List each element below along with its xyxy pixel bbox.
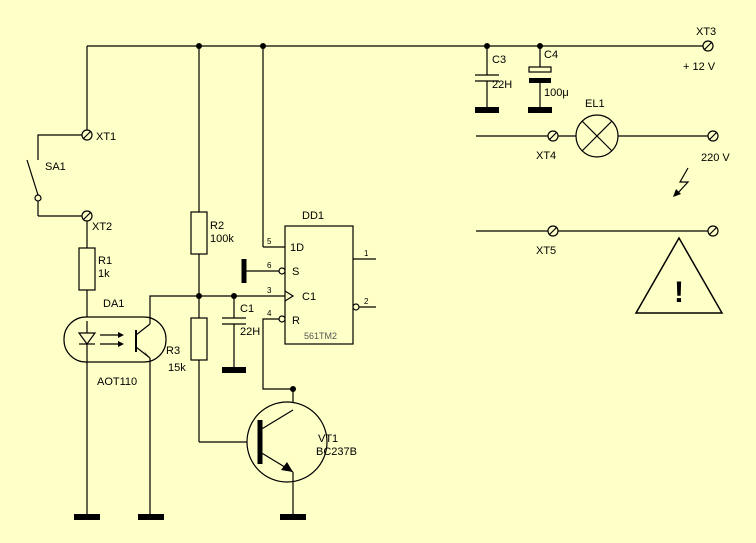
pin-2: 2	[364, 297, 369, 306]
label-c1-value: 22H	[240, 326, 260, 338]
label-supply: + 12 V	[683, 61, 716, 73]
resistor-r1: R1 1k	[78, 221, 112, 321]
label-c3: C3	[492, 54, 506, 66]
label-c1: C1	[240, 303, 254, 315]
capacitor-c3: C3 22H	[475, 46, 512, 113]
pin-label-c: C1	[302, 291, 316, 303]
ground-da1-transistor	[138, 514, 164, 520]
pin-label-r: R	[292, 315, 300, 327]
capacitor-c1: C1 22H	[199, 293, 285, 373]
label-mains: 220 V	[701, 152, 730, 164]
optocoupler-da1: DA1 AOT110	[63, 298, 167, 388]
resistor-r2: R2 100k	[190, 46, 234, 318]
label-xt3: XT3	[696, 26, 716, 38]
label-vt1-type: BC237B	[316, 446, 357, 458]
label-xt1: XT1	[96, 131, 116, 143]
label-r1-value: 1k	[98, 268, 110, 280]
label-da1-type: AOT110	[97, 376, 137, 388]
label-r1: R1	[98, 255, 112, 267]
terminal-xt1: XT1	[81, 129, 116, 143]
label-da1: DA1	[103, 298, 124, 310]
label-dd1: DD1	[302, 210, 324, 222]
label-c4: C4	[544, 49, 558, 61]
lamp-circuit: XT4 EL1 220 V	[476, 98, 730, 164]
lightning-icon	[673, 167, 690, 197]
label-c3-value: 22H	[492, 79, 512, 91]
pin-label-d: 1D	[290, 242, 304, 254]
label-r3-value: 15k	[168, 362, 186, 374]
label-r3: R3	[166, 345, 180, 357]
pin-6: 6	[267, 261, 272, 270]
terminal-xt3: XT3 + 12 V	[683, 26, 716, 73]
ic-dd1: DD1 1D S C1 R 561TM2 5 6 3 4 1 2	[241, 46, 376, 390]
label-xt2: XT2	[92, 221, 112, 233]
warning-mark: !	[674, 276, 684, 309]
xt5-line: XT5	[476, 225, 719, 257]
pin-5: 5	[267, 237, 272, 246]
capacitor-c4: C4 100μ	[528, 46, 569, 113]
switch-sa1: SA1	[26, 134, 82, 217]
pin-label-s: S	[292, 266, 299, 278]
label-r2-value: 100k	[210, 233, 234, 245]
label-c4-value: 100μ	[544, 87, 569, 99]
label-dd1-type: 561TM2	[304, 331, 337, 341]
pin-3: 3	[267, 286, 272, 295]
warning-icon: !	[634, 236, 724, 314]
pin-4: 4	[267, 309, 272, 318]
ground-da1-diode	[74, 514, 100, 520]
label-sa1: SA1	[45, 161, 66, 173]
pin-1: 1	[364, 249, 369, 258]
label-vt1: VT1	[318, 433, 338, 445]
transistor-vt1: VT1 BC237B	[246, 386, 357, 520]
label-r2: R2	[210, 220, 224, 232]
label-xt4: XT4	[536, 150, 556, 162]
label-el1: EL1	[585, 98, 605, 110]
label-xt5: XT5	[536, 245, 556, 257]
